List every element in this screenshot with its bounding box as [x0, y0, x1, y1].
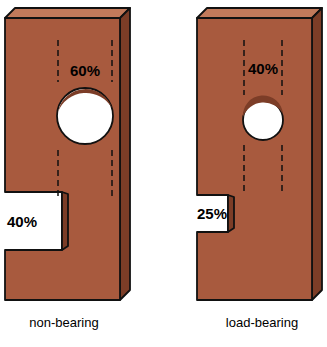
caption-label: load-bearing: [226, 316, 298, 329]
notch-wall: [62, 192, 68, 250]
bored-hole: [57, 88, 113, 144]
board-top: [197, 8, 322, 18]
percent-label: 40%: [7, 214, 37, 229]
board-front: [5, 18, 120, 300]
caption-label: non-bearing: [29, 316, 98, 329]
board-side: [120, 8, 130, 300]
zone-lines: [58, 40, 282, 200]
board-side: [312, 8, 322, 300]
notch-wall: [228, 195, 234, 232]
percent-label: 25%: [197, 206, 227, 221]
board-front: [197, 18, 312, 300]
board-top: [5, 8, 130, 18]
percent-label: 60%: [70, 63, 100, 78]
percent-label: 40%: [248, 61, 278, 76]
